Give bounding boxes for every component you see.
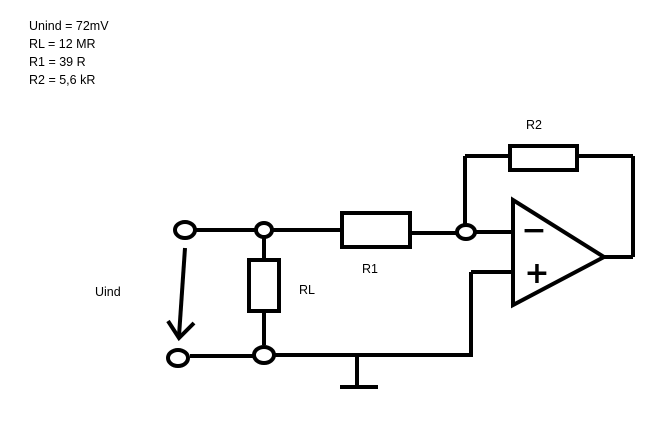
parameter-rl: RL = 12 MR [29,37,96,51]
resistor-rl [247,258,281,313]
resistor-r1 [340,211,412,249]
rl-label: RL [299,283,315,297]
node-rl-top [254,221,274,239]
input-terminal-top [173,220,197,240]
parameter-unind: Unind = 72mV [29,19,109,33]
node-rl-bottom [252,345,276,365]
parameter-list: Unind = 72mV RL = 12 MR R1 = 39 R R2 = 5… [29,17,109,89]
voltage-arrow-shaft [177,247,187,337]
opamp-triangle [511,196,609,309]
parameter-r2: R2 = 5,6 kR [29,73,96,87]
r1-label: R1 [362,262,378,276]
opamp-plus-symbol: + [524,256,549,291]
parameter-r1: R1 = 39 R [29,55,86,69]
uind-label: Uind [95,285,121,299]
r2-label: R2 [526,118,542,132]
opamp-minus-symbol: − [521,213,546,248]
voltage-arrow-head [166,319,196,342]
node-minus-input [455,223,477,241]
input-terminal-bottom [166,348,190,368]
resistor-r2 [508,144,579,172]
